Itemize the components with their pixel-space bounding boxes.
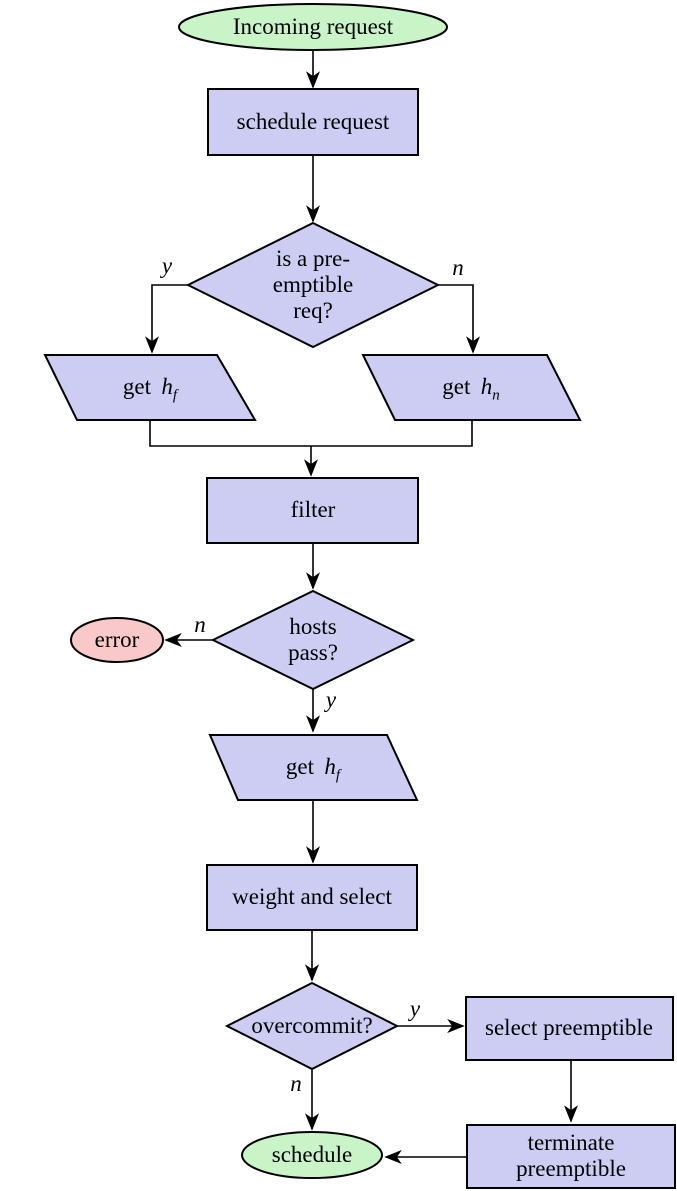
get-hf-left-subscript: f	[172, 387, 178, 404]
preemptible-decision-line2: emptible	[272, 272, 354, 297]
terminate-preemptible-line2: preemptible	[516, 1156, 626, 1181]
get-hn-prefix: get	[442, 374, 471, 399]
preemptible-decision-label: is a pre- emptible req?	[273, 246, 353, 324]
schedule-request-box	[207, 88, 419, 156]
weight-and-select-box	[206, 864, 418, 931]
edge-preemptible-no-to-get-hn	[438, 284, 481, 354]
terminate-preemptible-box	[466, 1124, 676, 1189]
edge-label-hosts-pass-yes: y	[325, 687, 337, 712]
hosts-pass-line2: pass?	[288, 640, 338, 665]
edge-preemptible-yes-to-get-hf	[144, 284, 188, 354]
get-hf-mid-label: get hf	[285, 754, 340, 783]
filter-box	[206, 477, 419, 544]
edge-label-hosts-pass-no: n	[194, 612, 206, 637]
error-ellipse	[70, 617, 164, 663]
edge-label-overcommit-no: n	[290, 1071, 302, 1096]
hosts-pass-line1: hosts	[289, 614, 337, 639]
get-hf-mid-prefix: get	[285, 754, 315, 779]
error-label: error	[94, 627, 140, 652]
get-hf-mid-subscript: f	[335, 767, 341, 784]
get-hn-subscript: n	[492, 387, 500, 404]
get-hf-left-var: h	[161, 374, 173, 399]
filter-label: filter	[290, 497, 336, 522]
schedule-request-label: schedule request	[236, 109, 390, 134]
edge-label-overcommit-yes: y	[409, 996, 421, 1021]
start-ellipse	[178, 3, 448, 51]
get-hn-label: get hn	[442, 374, 499, 403]
get-hn-parallelogram	[361, 354, 582, 421]
get-hn-var: h	[480, 374, 493, 399]
terminate-preemptible-label: terminate preemptible	[516, 1130, 626, 1182]
schedule-ellipse	[241, 1131, 383, 1179]
edge-label-preemptible-no: n	[452, 255, 464, 280]
overcommit-label: overcommit?	[251, 1013, 373, 1038]
get-hf-mid-var: h	[324, 754, 336, 779]
preemptible-decision-diamond	[185, 221, 441, 349]
get-hf-left-prefix: get	[122, 374, 152, 399]
select-preemptible-label: select preemptible	[485, 1015, 653, 1040]
schedule-label: schedule	[271, 1142, 353, 1167]
overcommit-decision-diamond	[224, 981, 400, 1071]
edge-merge-line	[149, 420, 473, 447]
start-label: Incoming request	[232, 14, 394, 39]
get-hf-left-label: get hf	[122, 374, 177, 403]
get-hf-mid-parallelogram	[208, 734, 419, 801]
terminate-preemptible-line1: terminate	[527, 1130, 615, 1155]
hosts-pass-label: hosts pass?	[288, 614, 338, 666]
select-preemptible-box	[465, 996, 674, 1061]
get-hf-left-parallelogram	[43, 354, 257, 421]
hosts-pass-decision-diamond	[210, 589, 416, 691]
weight-and-select-label: weight and select	[232, 884, 392, 909]
preemptible-decision-line1: is a pre-	[275, 246, 351, 271]
preemptible-decision-line3: req?	[293, 298, 333, 323]
edge-label-preemptible-yes: y	[161, 253, 173, 278]
